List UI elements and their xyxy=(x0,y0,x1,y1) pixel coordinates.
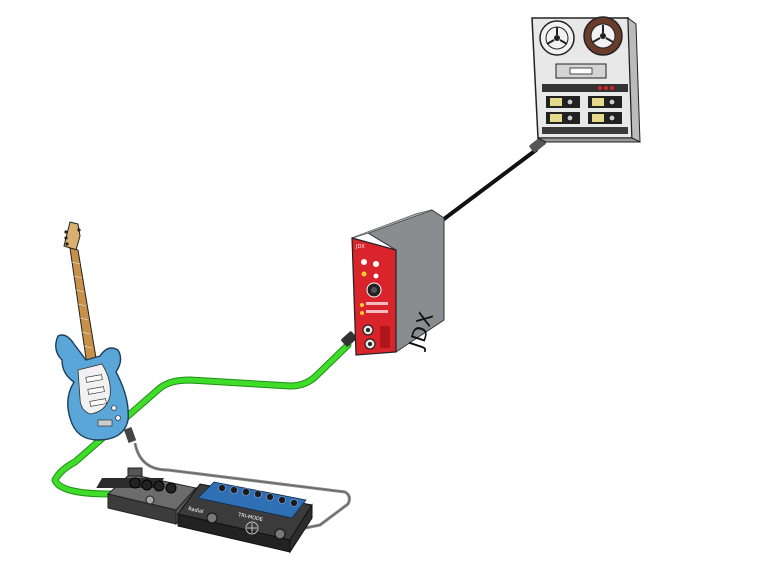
cable-module-to-recorder xyxy=(438,136,546,224)
reel-to-reel-recorder-icon xyxy=(531,16,641,143)
svg-text:JDX: JDX xyxy=(355,244,365,250)
tri-mode-pedal-icon: Radial TRI-MODE xyxy=(177,481,313,554)
cable-pedals-to-jdx xyxy=(51,331,357,498)
jdx-module-icon: JDX JDX xyxy=(351,209,445,356)
electric-guitar-icon xyxy=(55,221,137,443)
cable-guitar-to-pedals xyxy=(133,442,351,532)
overdrive-pedal-icon xyxy=(96,467,197,526)
pedal-model: TRI-MODE xyxy=(237,512,264,523)
pedal-brand: Radial xyxy=(188,506,204,515)
